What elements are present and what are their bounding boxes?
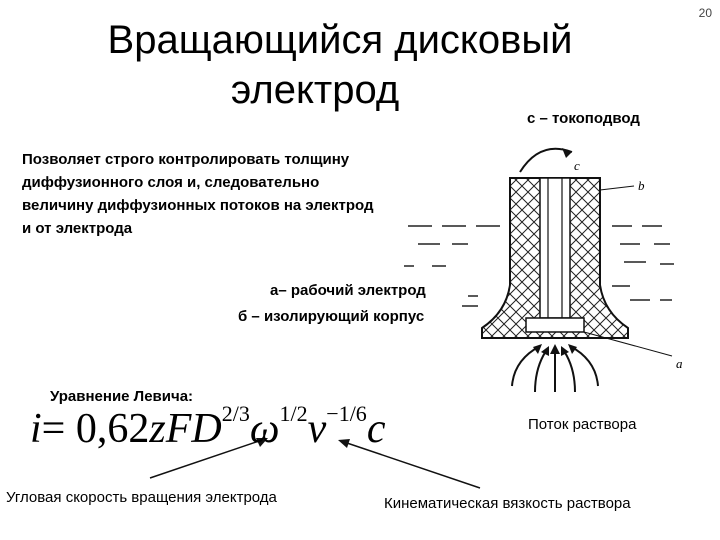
levich-equation-label: Уравнение Левича: [50,388,194,405]
diagram-letter-c: c [574,158,580,173]
angular-velocity-caption: Угловая скорость вращения электрода [6,489,277,506]
solution-surface [404,225,674,307]
central-conductor [539,177,571,319]
slide-title-line2: электрод [230,68,400,112]
slide-title-line1: Вращающийся дисковый [107,18,573,62]
formula-F: F [165,406,192,452]
insulating-body-label: б – изолирующий корпус [238,308,425,325]
diagram-letter-b: b [638,178,645,193]
formula-nu: ν [307,406,327,452]
formula-omega: ω [249,406,280,452]
formula-concentration: c [366,406,386,452]
flow-label: Поток раствора [528,416,637,433]
formula-D: D [191,406,222,452]
formula-coefficient: = 0,62 [41,406,150,452]
nu-pointer-arrow [343,441,481,489]
page-number: 20 [698,6,712,20]
formula-omega-exponent: 1/2 [279,401,308,426]
contact-label: с – токоподвод [527,110,640,127]
working-electrode-disk [525,317,585,333]
working-electrode-label: а– рабочий электрод [270,282,426,299]
diagram-letter-a: a [676,356,683,371]
formula-nu-exponent: −1/6 [326,401,367,426]
formula-z: z [149,406,166,452]
levich-formula: i= 0,62zFD2/3ω1/2ν−1/6c [30,401,386,453]
omega-pointer-arrow [149,439,263,479]
formula-D-exponent: 2/3 [221,401,250,426]
formula-current: i [30,406,42,452]
description-text: Позволяет строго контролировать толщину … [22,151,374,237]
viscosity-caption: Кинематическая вязкость раствора [384,495,631,512]
